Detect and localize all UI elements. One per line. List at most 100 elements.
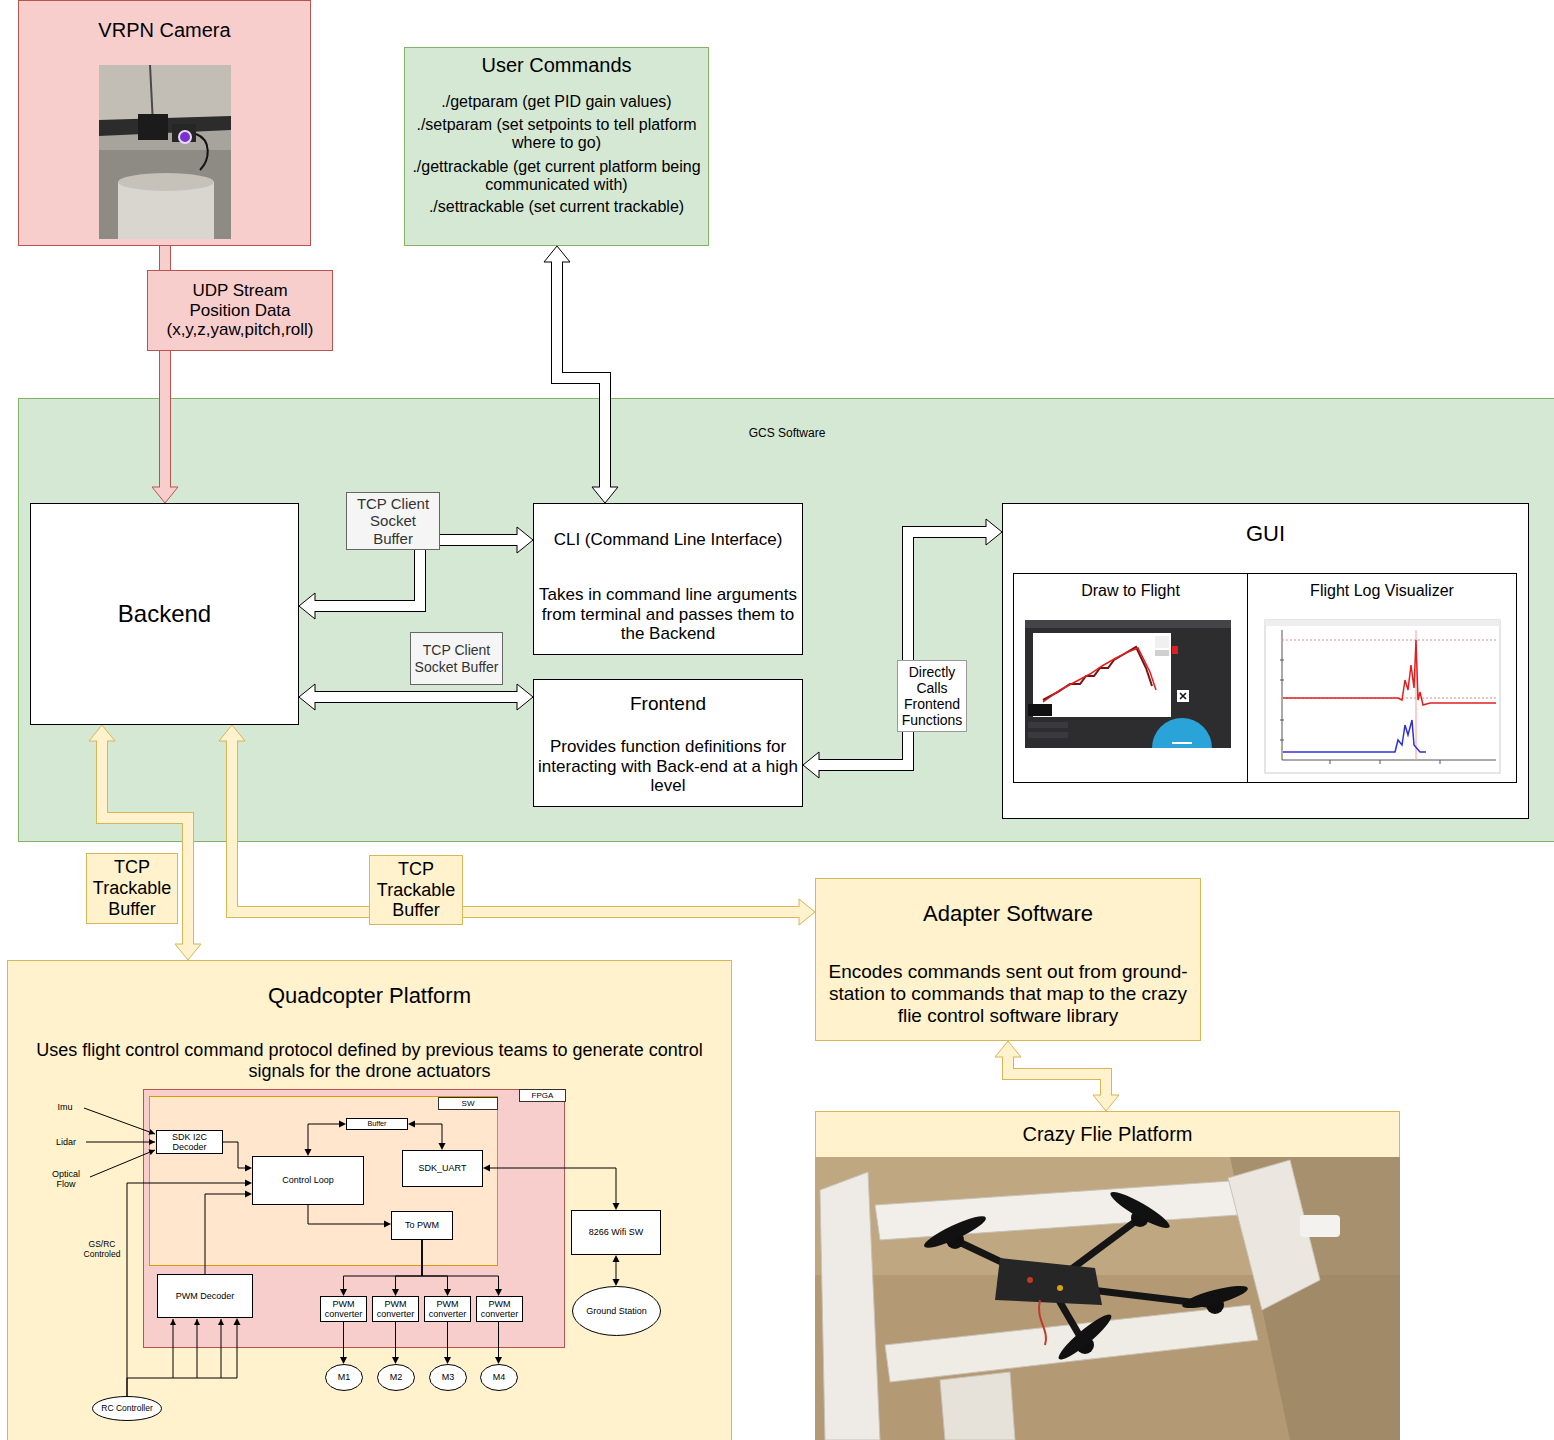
draw-to-flight-screenshot xyxy=(1025,620,1231,628)
wire-line xyxy=(422,1240,448,1289)
arrow-head xyxy=(986,519,1002,545)
wire-line xyxy=(205,1194,245,1274)
arrow-head xyxy=(495,1289,502,1296)
text-slot: ./getparam (get PID gain values) xyxy=(409,92,704,113)
software-region: SWSDK I2C DecoderBufferControl LoopSDK_U… xyxy=(149,1096,498,1266)
text-slot: SDK_UART xyxy=(403,1151,482,1186)
motor-ellipse: M3 xyxy=(429,1364,467,1391)
text-slot: Provides function definitions for intera… xyxy=(534,727,802,806)
process-box: Control Loop xyxy=(252,1156,364,1205)
text-slot: Uses flight control command protocol def… xyxy=(14,1033,725,1089)
edge-label-box: TCP Client Socket Buffer xyxy=(410,632,503,685)
node-text: RC Controller xyxy=(95,1404,159,1414)
draw-to-flight-screenshot xyxy=(1172,742,1192,744)
rc-channel-wires xyxy=(197,1319,198,1378)
node-text: FPGA xyxy=(523,1091,562,1100)
arrow-fill xyxy=(557,260,605,489)
sensor-label-slot: Imu xyxy=(48,1100,82,1114)
signal-wire xyxy=(308,1205,391,1228)
crazyflie-photo xyxy=(1300,1215,1340,1237)
arrow-fill xyxy=(232,739,801,912)
text-slot: SDK I2C Decoder xyxy=(157,1131,222,1153)
draw-to-flight-screenshot xyxy=(1028,732,1068,738)
ellipse-shape xyxy=(481,1365,518,1391)
flow-arrow xyxy=(219,725,815,925)
flow-arrow xyxy=(803,519,1002,778)
arrow-head xyxy=(245,1165,252,1172)
text-slot: 8266 Wifi SW xyxy=(572,1211,660,1254)
text-slot: CLI (Command Line Interface) xyxy=(534,504,802,575)
edge-label-box: TCP Trackable Buffer xyxy=(369,855,463,925)
camera-photo xyxy=(99,65,231,239)
text-slot: To PWM xyxy=(392,1212,452,1239)
crazyflie-photo xyxy=(1027,1277,1033,1283)
node-text: PWM Decoder xyxy=(161,1291,249,1301)
flight-log-plot xyxy=(1265,620,1500,626)
ellipse-shape xyxy=(378,1365,415,1391)
sensor-label: Imu xyxy=(57,1102,72,1112)
node-text: CLI (Command Line Interface) xyxy=(537,530,799,550)
arrow-head xyxy=(495,1357,502,1364)
node-text: ./settrackable (set current trackable) xyxy=(412,198,701,216)
arrow-head xyxy=(234,1318,241,1325)
node-text: PWM converter xyxy=(324,1299,363,1320)
platform-box: Quadcopter PlatformUses flight control c… xyxy=(7,960,732,1440)
node-text: GUI xyxy=(1006,521,1525,546)
terminal-ellipse: Ground Station xyxy=(572,1286,661,1336)
rc-channel-wires xyxy=(173,1319,174,1378)
camera-photo xyxy=(118,173,214,191)
text-slot: ./gettrackable (get current platform bei… xyxy=(409,155,704,197)
flight-log-plot xyxy=(1280,660,1440,764)
arrow-head xyxy=(340,1357,347,1364)
node-text: GCS Software xyxy=(22,427,1552,441)
signal-wire xyxy=(392,1240,422,1296)
arrow-head xyxy=(299,684,315,710)
edge-label: Directly Calls Frontend Functions xyxy=(900,664,964,728)
arrow-head xyxy=(245,1191,252,1198)
wire-line xyxy=(127,1183,245,1396)
text-slot: GUI xyxy=(1003,504,1528,563)
arrow-head xyxy=(219,725,245,741)
node-text: Encodes commands sent out from ground-st… xyxy=(819,961,1197,1027)
edge-label-box: GS/RC Controled xyxy=(80,1238,124,1262)
process-box: PWM Decoder xyxy=(157,1274,253,1318)
edge-label: TCP Client Socket Buffer xyxy=(413,642,500,674)
text-slot: ./settrackable (set current trackable) xyxy=(409,197,704,218)
text-slot: RC Controller xyxy=(92,1396,162,1421)
process-box: PWM converter xyxy=(320,1296,367,1322)
text-slot: PWM converter xyxy=(373,1297,418,1321)
signal-wire xyxy=(483,1165,620,1211)
wire-line xyxy=(308,1205,384,1224)
arrow-head xyxy=(89,725,115,741)
ellipse-shape xyxy=(93,1397,162,1421)
node-text: To PWM xyxy=(395,1220,449,1230)
edge-label: TCP Trackable Buffer xyxy=(89,857,175,919)
sensor-label-slot: Optical Flow xyxy=(44,1167,88,1191)
arrow-head xyxy=(439,1143,446,1150)
node-text: SDK_UART xyxy=(406,1163,479,1173)
arrow-head xyxy=(340,1289,347,1296)
flow-arrow xyxy=(89,725,201,960)
node-text: M2 xyxy=(380,1372,412,1382)
arrow-head xyxy=(517,527,533,553)
text-slot: VRPN Camera xyxy=(19,1,310,60)
draw-to-flight-screenshot xyxy=(1177,690,1189,702)
node-text: M1 xyxy=(328,1372,360,1382)
flight-log-plot xyxy=(1283,720,1426,752)
arrow-head xyxy=(613,1203,620,1210)
text-slot: Draw to Flight xyxy=(1014,574,1247,609)
node-text: SDK I2C Decoder xyxy=(160,1132,219,1153)
node-text: Buffer xyxy=(350,1120,404,1128)
arrow-head xyxy=(592,487,618,503)
wire-line xyxy=(223,1142,245,1168)
arrow-fill xyxy=(313,692,519,702)
crazyflie-photo xyxy=(815,1157,1400,1440)
arrow-head xyxy=(803,752,819,778)
arrow-head xyxy=(339,1121,346,1128)
crazyflie-photo xyxy=(1180,1281,1249,1312)
process-box: Backend xyxy=(30,503,299,725)
signal-wire xyxy=(305,1121,347,1157)
crazyflie-photo xyxy=(1107,1187,1173,1233)
